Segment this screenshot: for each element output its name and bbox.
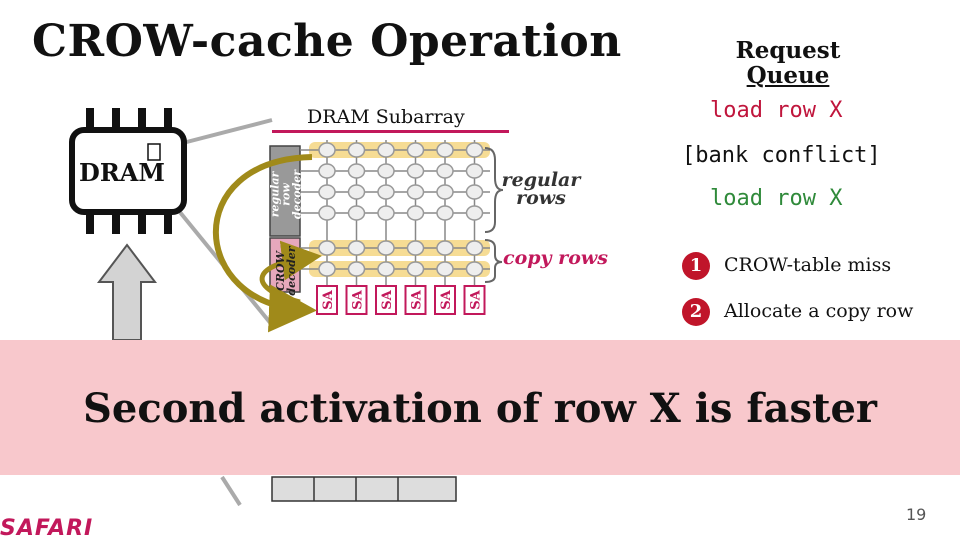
sense-amp xyxy=(404,285,427,315)
regular-cell xyxy=(347,205,366,221)
regular-cell xyxy=(347,163,366,179)
regular-cell xyxy=(318,163,336,179)
regular-cell xyxy=(465,142,484,158)
regular-decoder-label: regular row decoder xyxy=(268,169,304,220)
step-2-badge: 2 xyxy=(682,298,710,326)
copy-cell xyxy=(465,240,484,256)
activate-arrow xyxy=(212,154,317,333)
safari-logo: SAFARI xyxy=(0,516,94,541)
step-1-text: CROW-table miss xyxy=(724,254,892,276)
regular-rows-brace xyxy=(484,147,504,233)
banner-text: Second activation of row X is faster xyxy=(83,385,877,432)
regular-cell xyxy=(406,142,425,158)
request-queue-title: Request Queue xyxy=(728,38,848,88)
regular-cell xyxy=(318,205,336,221)
request-queue-title-line2: Queue xyxy=(746,62,830,89)
regular-cell xyxy=(406,205,425,221)
crow-decoder-label: CROW decoder xyxy=(274,246,298,296)
queue-item-bank-conflict: [bank conflict] xyxy=(682,143,881,168)
regular-rows-label: regular rows xyxy=(501,169,581,209)
copy-arrow xyxy=(259,240,322,305)
step-1-badge: 1 xyxy=(682,252,710,280)
copy-cell xyxy=(318,240,336,256)
copy-cell xyxy=(377,261,395,277)
copy-cell xyxy=(347,240,366,256)
sense-amp xyxy=(434,285,456,315)
subarray-array xyxy=(300,140,490,290)
regular-cell xyxy=(406,163,425,179)
sense-amp-label: SA xyxy=(469,289,484,309)
queue-item-load-1: load row X xyxy=(710,98,843,123)
copy-cell xyxy=(436,261,454,277)
subarray-title: DRAM Subarray xyxy=(307,106,465,128)
dram-chip xyxy=(69,108,187,234)
regular-cell xyxy=(377,205,395,221)
regular-cell xyxy=(318,142,336,158)
request-queue-title-line1: Request xyxy=(735,37,841,64)
regular-cell xyxy=(406,184,425,200)
regular-cell xyxy=(377,163,395,179)
regular-cell xyxy=(465,205,484,221)
regular-cell xyxy=(318,184,336,200)
regular-cell xyxy=(436,205,454,221)
regular-cell xyxy=(436,184,454,200)
regular-cell xyxy=(436,142,454,158)
zoom-line-lower xyxy=(220,475,242,507)
copy-cell xyxy=(406,240,425,256)
regular-cell xyxy=(347,142,366,158)
sense-amp-label: SA xyxy=(380,289,395,309)
copy-cell xyxy=(436,240,454,256)
slide-title: CROW-cache Operation xyxy=(32,16,622,67)
sense-amp-label: SA xyxy=(410,289,425,309)
copy-cell xyxy=(465,261,484,277)
regular-cell xyxy=(465,184,484,200)
copy-cell xyxy=(318,261,336,277)
sense-amp xyxy=(463,285,486,315)
regular-cell xyxy=(465,163,484,179)
sense-amp-label: SA xyxy=(351,289,366,309)
zoom-line-top xyxy=(174,118,273,147)
sense-amp-label: SA xyxy=(439,289,454,309)
subarray-title-underline xyxy=(272,130,509,133)
page-number: 19 xyxy=(906,505,927,524)
row-buffer xyxy=(271,476,457,502)
copy-rows-brace xyxy=(484,239,503,283)
queue-item-load-2: load row X xyxy=(710,186,843,211)
step-2-text: Allocate a copy row xyxy=(724,300,914,322)
regular-cell xyxy=(377,184,395,200)
regular-cell xyxy=(436,163,454,179)
regular-cell xyxy=(377,142,395,158)
copy-cell xyxy=(377,240,395,256)
copy-cell xyxy=(406,261,425,277)
copy-rows-label: copy rows xyxy=(503,247,608,269)
sense-amp xyxy=(316,285,338,315)
sense-amp xyxy=(375,285,397,315)
sense-amplifiers: SA SA SA SA SA SA xyxy=(316,285,486,315)
sense-amp-label: SA xyxy=(321,289,336,309)
regular-cell xyxy=(347,184,366,200)
request-arrow xyxy=(96,243,158,341)
dram-chip-label: DRAM xyxy=(79,158,165,187)
copy-cell xyxy=(347,261,366,277)
sense-amp xyxy=(345,285,368,315)
highlight-banner xyxy=(0,340,960,475)
